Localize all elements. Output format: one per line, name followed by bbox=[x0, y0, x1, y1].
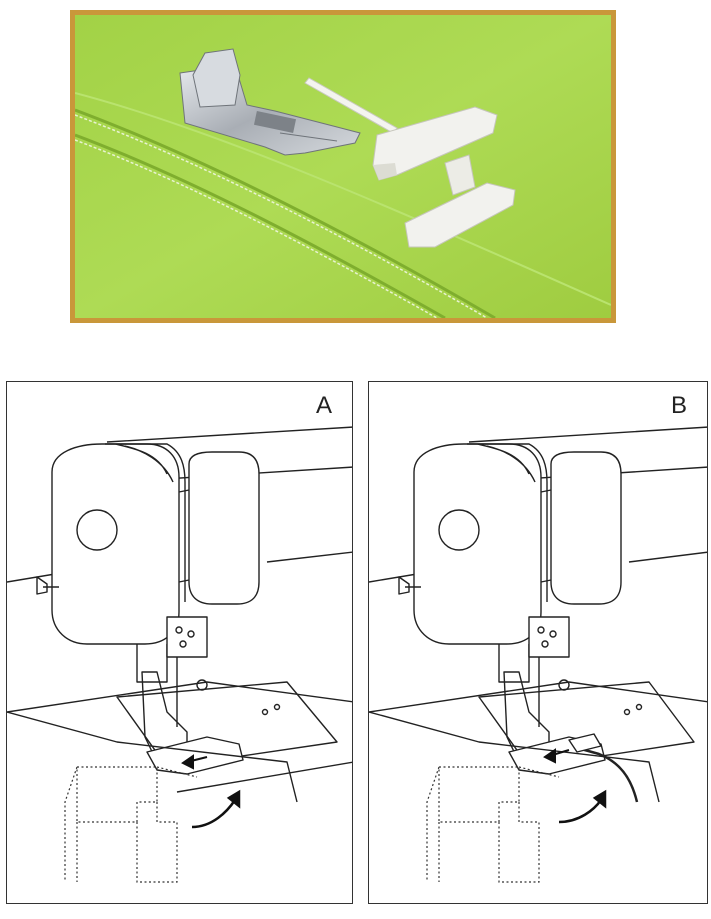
presser-bar bbox=[498, 644, 530, 683]
fabric-tuck-1 bbox=[75, 108, 496, 318]
machine-bed bbox=[7, 681, 352, 713]
sewing-machine-drawing-b bbox=[369, 426, 707, 883]
sewing-machine-drawing-a bbox=[7, 426, 352, 883]
housing-stripes bbox=[467, 443, 548, 602]
photo-illustration bbox=[75, 15, 611, 318]
feed-arrow bbox=[543, 748, 570, 764]
cord-guide bbox=[568, 733, 602, 753]
side-cover bbox=[188, 451, 260, 605]
plastic-guide-small bbox=[404, 154, 516, 248]
housing-cap bbox=[51, 443, 180, 645]
needle-clamp bbox=[166, 616, 208, 658]
needle-plate bbox=[478, 681, 695, 768]
product-photo bbox=[70, 10, 616, 323]
fabric-tuck-stitch-2 bbox=[75, 139, 438, 318]
fabric-sheet bbox=[176, 761, 352, 793]
side-cover bbox=[550, 451, 622, 605]
cord bbox=[573, 745, 639, 803]
housing-stripes bbox=[105, 443, 186, 602]
machine-bed bbox=[369, 681, 707, 713]
folded-fabric-dotted bbox=[64, 766, 198, 883]
panel-label-a: A bbox=[315, 392, 332, 419]
turn-arrow bbox=[558, 789, 607, 824]
presser-bar bbox=[136, 644, 168, 683]
turn-arrow bbox=[191, 789, 241, 829]
panel-label-b: B bbox=[670, 392, 687, 419]
plastic-guide-large bbox=[304, 77, 498, 181]
housing-knob bbox=[438, 509, 480, 551]
fabric-background bbox=[75, 15, 611, 318]
fabric-fold bbox=[75, 92, 611, 306]
fabric-edge bbox=[7, 711, 298, 803]
housing-cap bbox=[413, 443, 542, 645]
fabric-tuck-2 bbox=[75, 133, 446, 318]
diagram-panel-a: A bbox=[6, 381, 353, 904]
fabric-tuck-stitch-1 bbox=[75, 114, 488, 318]
housing-knob bbox=[76, 509, 118, 551]
needle-clamp bbox=[528, 616, 570, 658]
feed-arrow bbox=[181, 754, 208, 770]
presser-foot bbox=[179, 48, 361, 156]
needle-plate bbox=[116, 681, 338, 768]
diagram-panel-b: B bbox=[368, 381, 708, 904]
folded-fabric-dotted bbox=[426, 766, 560, 883]
